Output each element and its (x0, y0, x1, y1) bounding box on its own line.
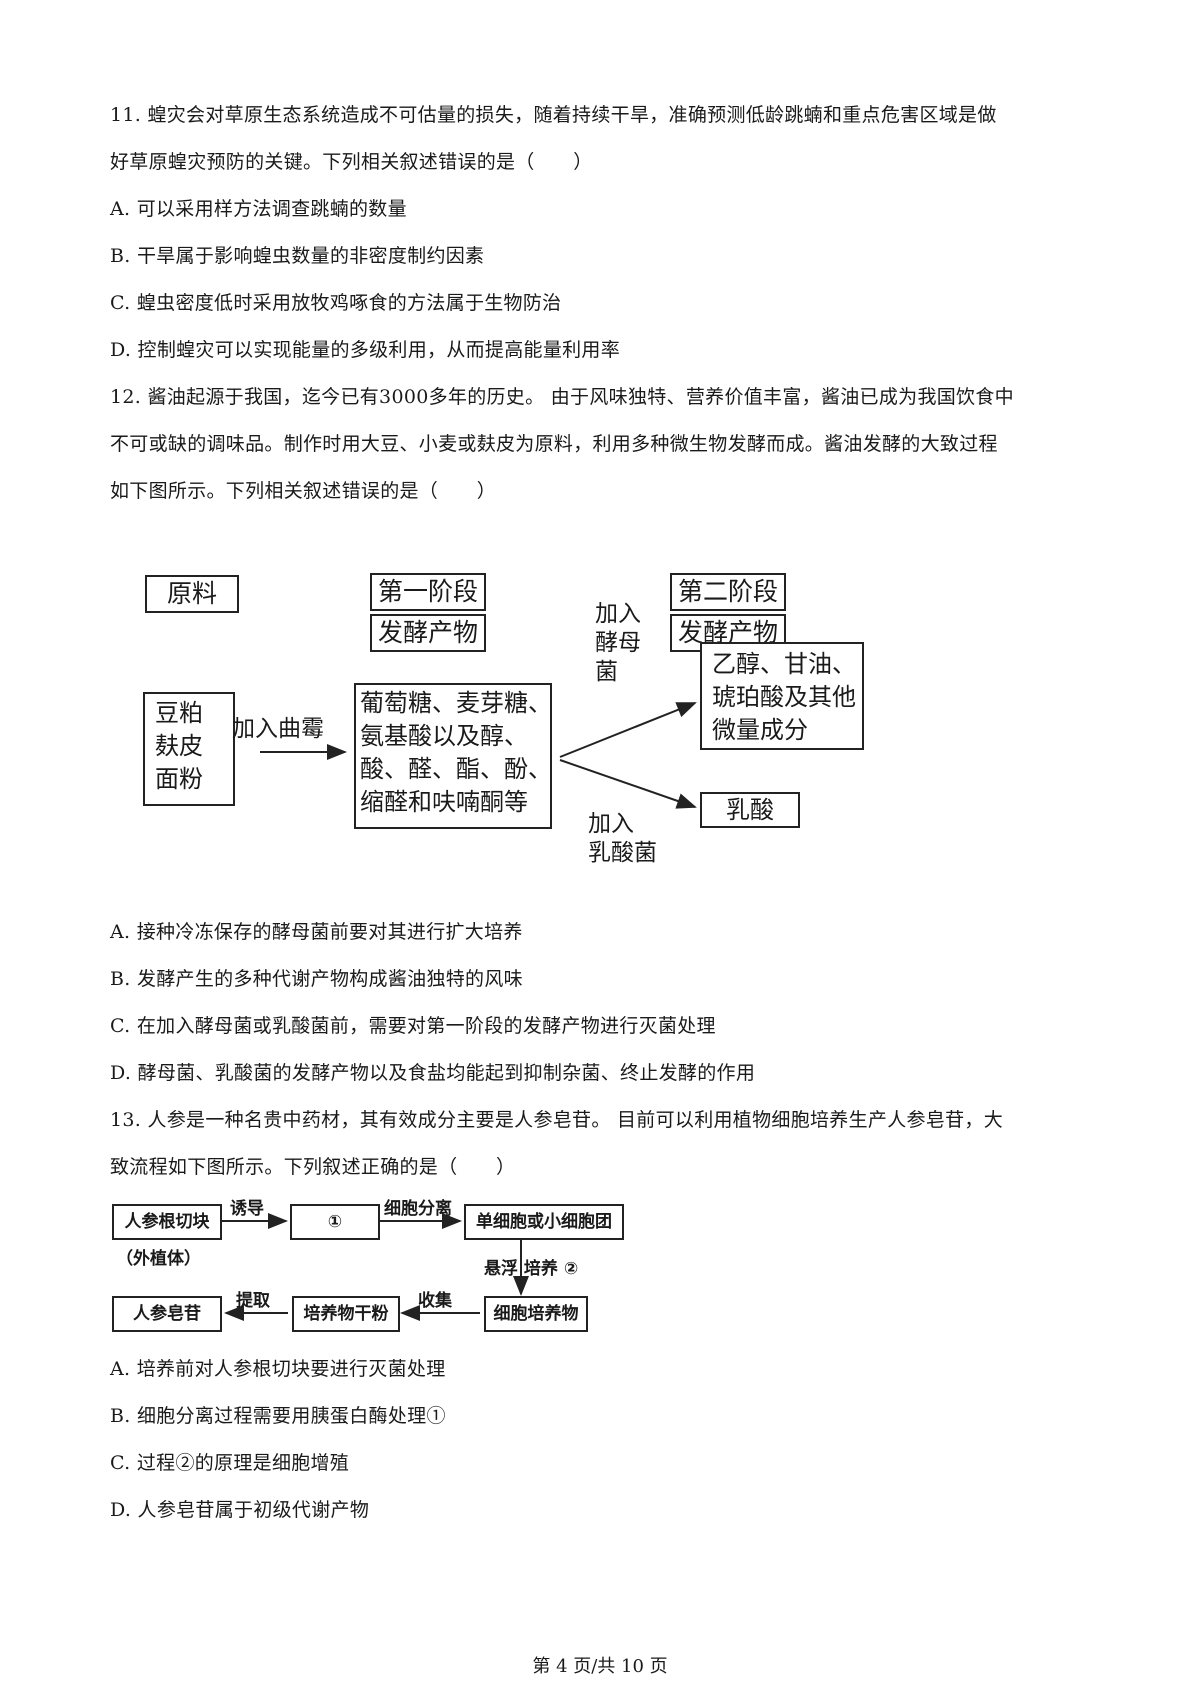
q11-option-b: B. 干旱属于影响蝗虫数量的非密度制约因素 (110, 245, 485, 267)
diagram-arrows (260, 702, 697, 809)
q12-stem-line2: 不可或缺的调味品。制作时用大豆、小麦或麸皮为原料，利用多种微生物发酵而成。酱油发… (110, 433, 998, 455)
q13-option-c: C. 过程②的原理是细胞增殖 (110, 1452, 350, 1474)
collect-label: 收集 (418, 1291, 452, 1311)
arrow-add-yeast (559, 702, 697, 758)
q13-stem-line2: 致流程如下图所示。下列叙述正确的是（ ） (110, 1156, 516, 1178)
raw-material-header: 原料 (145, 575, 239, 613)
induce-label: 诱导 (230, 1199, 264, 1219)
stage2-product-line: 乙醇、甘油、 (712, 650, 856, 678)
lactic-acid-box: 乳酸 (700, 792, 800, 828)
q13-option-b: B. 细胞分离过程需要用胰蛋白酶处理① (110, 1405, 446, 1427)
add-lactic-label-line: 加入 (588, 811, 634, 837)
add-lactic-label: 加入 乳酸菌 (588, 810, 657, 868)
soy-sauce-process-diagram: 原料 第一阶段 发酵产物 第二阶段 发酵产物 豆粕 麸皮 面粉 加入曲霉 葡萄糖… (140, 565, 900, 895)
q13-stem-line1: 13. 人参是一种名贵中药材，其有效成分主要是人参皂苷。 目前可以利用植物细胞培… (110, 1109, 1003, 1131)
add-lactic-label-line: 乳酸菌 (588, 840, 657, 866)
stage1-sub-header: 发酵产物 (370, 614, 486, 652)
q11-stem-line1: 11. 蝗灾会对草原生态系统造成不可估量的损失，随着持续干旱，准确预测低龄跳蝻和… (110, 104, 997, 126)
q12-option-d: D. 酵母菌、乳酸菌的发酵产物以及食盐均能起到抑制杂菌、终止发酵的作用 (110, 1062, 756, 1084)
cell-culture-box: 细胞培养物 (484, 1296, 588, 1332)
add-yeast-label: 加入 酵母 菌 (595, 600, 641, 687)
q11-option-a: A. 可以采用样方法调查跳蝻的数量 (110, 198, 407, 220)
add-yeast-label-line: 加入 (595, 601, 641, 627)
q13-option-d: D. 人参皂苷属于初级代谢产物 (110, 1499, 370, 1521)
callus-box-1: ① (290, 1204, 380, 1240)
q12-stem-line1: 12. 酱油起源于我国，迄今已有3000多年的历史。 由于风味独特、营养价值丰富… (110, 386, 1014, 408)
q12-option-c: C. 在加入酵母菌或乳酸菌前，需要对第一阶段的发酵产物进行灭菌处理 (110, 1015, 716, 1037)
stage1-product-line: 氨基酸以及醇、 (360, 722, 528, 750)
flow-arrows (222, 1213, 529, 1321)
extract-label: 提取 (236, 1291, 270, 1311)
dry-powder-box: 培养物干粉 (292, 1296, 400, 1332)
q12-stem-line3: 如下图所示。下列相关叙述错误的是（ ） (110, 480, 497, 502)
add-yeast-label-line: 酵母 (595, 630, 641, 656)
raw-material-line: 豆粕 (155, 699, 203, 727)
add-yeast-label-line: 菌 (595, 659, 618, 685)
raw-material-line: 麸皮 (155, 732, 203, 760)
stage2-header: 第二阶段 (670, 573, 786, 611)
ginseng-root-box: 人参根切块 (112, 1204, 222, 1240)
lactic-acid-text: 乳酸 (726, 796, 774, 824)
page-footer: 第 4 页/共 10 页 (532, 1656, 668, 1677)
suspension-culture-label: 悬浮 培养 ② (484, 1259, 579, 1279)
q13-option-a: A. 培养前对人参根切块要进行灭菌处理 (110, 1358, 446, 1380)
stage1-product-box: 葡萄糖、麦芽糖、 氨基酸以及醇、 酸、醛、酯、酚、 缩醛和呋喃酮等 (354, 683, 552, 829)
ginsenoside-box: 人参皂苷 (112, 1296, 222, 1332)
stage1-product-line: 葡萄糖、麦芽糖、 (360, 689, 552, 717)
add-mold-label: 加入曲霉 (232, 716, 324, 742)
cell-separation-label: 细胞分离 (384, 1199, 452, 1219)
q11-option-d: D. 控制蝗灾可以实现能量的多级利用，从而提高能量利用率 (110, 339, 621, 361)
stage2-product-line: 微量成分 (712, 716, 808, 744)
raw-material-line: 面粉 (155, 765, 203, 793)
explant-note: （外植体） (116, 1249, 201, 1269)
stage2-product-box: 乙醇、甘油、 琥珀酸及其他 微量成分 (700, 642, 864, 750)
q11-stem-line2: 好草原蝗灾预防的关键。下列相关叙述错误的是（ ） (110, 151, 593, 173)
arrow-add-lactic (559, 759, 697, 809)
q11-option-c: C. 蝗虫密度低时采用放牧鸡啄食的方法属于生物防治 (110, 292, 562, 314)
stage1-product-line: 缩醛和呋喃酮等 (360, 788, 528, 816)
ginseng-culture-flow-diagram: 人参根切块 （外植体） 诱导 ① 细胞分离 单细胞或小细胞团 悬浮 培养 ② 细… (112, 1192, 652, 1342)
stage1-header: 第一阶段 (370, 573, 486, 611)
raw-material-box: 豆粕 麸皮 面粉 (143, 692, 235, 806)
q12-option-a: A. 接种冷冻保存的酵母菌前要对其进行扩大培养 (110, 921, 523, 943)
stage2-product-line: 琥珀酸及其他 (712, 683, 856, 711)
q12-option-b: B. 发酵产生的多种代谢产物构成酱油独特的风味 (110, 968, 523, 990)
single-cell-box: 单细胞或小细胞团 (464, 1204, 624, 1240)
stage1-product-line: 酸、醛、酯、酚、 (360, 755, 552, 783)
